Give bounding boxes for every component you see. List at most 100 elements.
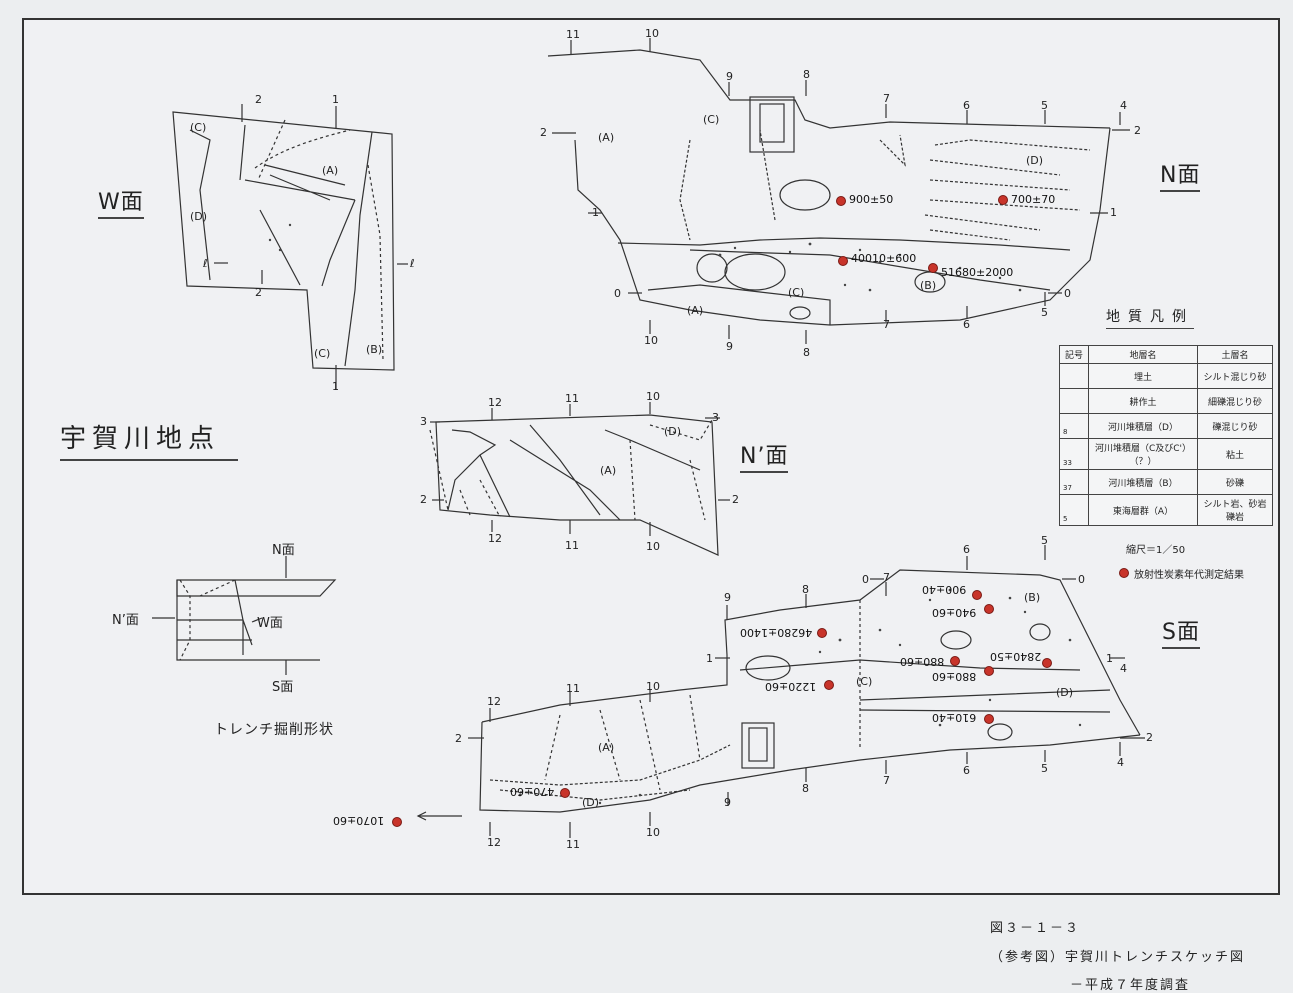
radiocarbon-date: 1070±60: [333, 814, 385, 827]
grid-number: 0: [1078, 573, 1085, 586]
grid-number: 7: [883, 571, 890, 584]
radiocarbon-date: 880±60: [932, 670, 977, 683]
trench-label-s: S面: [272, 680, 294, 695]
figure-title: （参考図）宇賀川トレンチスケッチ図: [990, 950, 1246, 965]
grid-number: 6: [963, 543, 970, 556]
radiocarbon-date: 700±70: [1011, 193, 1056, 206]
grid-number: 1: [1106, 652, 1113, 665]
trench-label-w: W面: [257, 616, 283, 631]
grid-number: 7: [883, 92, 890, 105]
sample-dot: [972, 590, 982, 600]
grid-number: 5: [1041, 306, 1048, 319]
grid-number: 12: [487, 695, 501, 708]
unit-label: (D): [664, 425, 682, 438]
sample-dot: [1042, 658, 1052, 668]
grid-number: 1: [592, 206, 599, 219]
n-prime-face-title: N’面: [740, 438, 789, 473]
grid-number: 5: [1041, 534, 1048, 547]
grid-number: 8: [803, 68, 810, 81]
grid-number: 6: [963, 318, 970, 331]
sample-dot: [984, 714, 994, 724]
unit-label: (A): [687, 304, 704, 317]
grid-number: 2: [1134, 124, 1141, 137]
grid-number: 9: [726, 70, 733, 83]
grid-number: 12: [488, 532, 502, 545]
legend-header-name: 地層名: [1088, 345, 1198, 364]
radiocarbon-date: 940±60: [932, 606, 977, 619]
unit-label: (D): [1056, 686, 1074, 699]
grid-number: 11: [566, 682, 580, 695]
radiocarbon-date: 2840±50: [990, 650, 1042, 663]
radiocarbon-date: 51680±2000: [941, 266, 1014, 279]
radiocarbon-date: 46280±1400: [740, 626, 813, 639]
grid-number: 11: [565, 539, 579, 552]
grid-number: 1: [706, 652, 713, 665]
unit-label: (C): [856, 675, 873, 688]
radiocarbon-date: 40010±600: [851, 252, 917, 265]
grid-number: 10: [645, 27, 659, 40]
grid-number: 8: [802, 583, 809, 596]
grid-number: 6: [963, 99, 970, 112]
legend-title: 地質凡例: [1106, 306, 1194, 329]
unit-label: (A): [598, 741, 615, 754]
grid-number: 10: [646, 826, 660, 839]
sample-dot: [824, 680, 834, 690]
legend-header-code: 記号: [1059, 345, 1089, 364]
grid-number: 0: [862, 573, 869, 586]
figure-subtitle: －平成７年度調査: [1070, 978, 1191, 993]
radiocarbon-legend-label: 放射性炭素年代測定結果: [1134, 570, 1244, 581]
legend-row: 5 東海層群（A） シルト岩、砂岩 礫岩: [1059, 494, 1273, 526]
unit-label: (D): [582, 796, 600, 809]
sample-dot: [817, 628, 827, 638]
radiocarbon-date: 880±60: [900, 655, 945, 668]
radiocarbon-date: 900±40: [922, 583, 967, 596]
sample-dot: [928, 263, 938, 273]
grid-number: 11: [566, 838, 580, 851]
sample-dot: [838, 256, 848, 266]
legend-row: 8 河川堆積層（D） 礫混じり砂: [1059, 413, 1273, 439]
sample-dot: [984, 666, 994, 676]
legend-row: 33 河川堆積層（C及びC'） （？） 粘土: [1059, 438, 1273, 470]
unit-label: (A): [600, 464, 617, 477]
grid-number: 2: [732, 493, 739, 506]
n-face-title: N面: [1160, 157, 1201, 192]
radiocarbon-date: 1220±60: [765, 680, 817, 693]
scale-label: 縮尺＝1／50: [1126, 545, 1186, 556]
grid-number: 2: [255, 93, 262, 106]
grid-number: 4: [1120, 99, 1127, 112]
sample-dot: [392, 817, 402, 827]
sample-dot: [836, 196, 846, 206]
grid-number: 4: [1120, 662, 1127, 675]
trench-shape-caption: トレンチ掘削形状: [214, 722, 334, 738]
grid-number: 8: [803, 346, 810, 359]
grid-number: 5: [1041, 762, 1048, 775]
unit-label: (A): [598, 131, 615, 144]
sample-dot: [998, 195, 1008, 205]
grid-number: 2: [420, 493, 427, 506]
grid-number: 10: [644, 334, 658, 347]
grid-number: 2: [540, 126, 547, 139]
grid-number: 11: [565, 392, 579, 405]
grid-number: 4: [1117, 756, 1124, 769]
grid-number: 2: [455, 732, 462, 745]
grid-number: 0: [614, 287, 621, 300]
grid-number: 10: [646, 540, 660, 553]
radiocarbon-date: 470±60: [510, 785, 555, 798]
legend-row: 37 河川堆積層（B） 砂礫: [1059, 469, 1273, 495]
grid-number: 2: [1146, 731, 1153, 744]
radiocarbon-date: 610±40: [932, 711, 977, 724]
grid-number: 10: [646, 680, 660, 693]
legend-row: 耕作土 細礫混じり砂: [1059, 388, 1273, 414]
unit-label: (B): [366, 343, 383, 356]
legend-header-soil: 土層名: [1197, 345, 1273, 364]
unit-label: (D): [1026, 154, 1044, 167]
grid-number: 1: [332, 380, 339, 393]
grid-number: 9: [724, 591, 731, 604]
grid-number: 2: [255, 286, 262, 299]
trench-label-n: N面: [272, 543, 295, 558]
grid-number: 10: [646, 390, 660, 403]
unit-label: (A): [322, 164, 339, 177]
w-face-title: W面: [98, 184, 144, 219]
unit-label: (B): [1024, 591, 1041, 604]
